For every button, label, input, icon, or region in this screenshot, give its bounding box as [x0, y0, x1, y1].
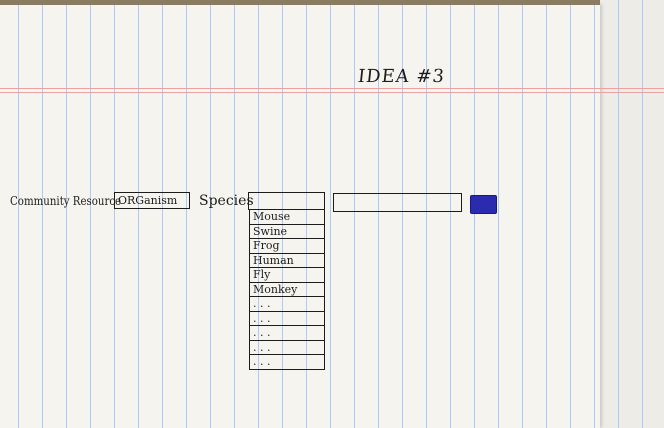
- page-title: IDEA #3: [356, 66, 447, 87]
- species-select[interactable]: [248, 192, 325, 210]
- species-option[interactable]: . . .: [250, 297, 324, 312]
- main-paper: [0, 4, 600, 428]
- species-option[interactable]: Human: [250, 254, 324, 268]
- species-option[interactable]: Mouse: [250, 210, 324, 225]
- organism-field[interactable]: ORGanism: [114, 192, 190, 209]
- side-paper: [600, 0, 664, 428]
- community-resource-label: Community Resource: [10, 194, 122, 208]
- species-option[interactable]: . . .: [250, 312, 324, 326]
- species-option[interactable]: Monkey: [250, 283, 324, 297]
- margin-line-top: [0, 88, 664, 89]
- species-option[interactable]: Fly: [250, 268, 324, 283]
- species-option[interactable]: . . .: [250, 341, 324, 355]
- species-option[interactable]: Frog: [250, 239, 324, 254]
- margin-line-bottom: [0, 92, 664, 93]
- species-option[interactable]: Swine: [250, 225, 324, 239]
- species-option[interactable]: . . .: [250, 355, 324, 370]
- search-input[interactable]: [333, 193, 462, 212]
- paper-top-edge: [0, 0, 600, 5]
- submit-button[interactable]: [470, 195, 497, 214]
- species-label: Species: [199, 193, 254, 209]
- species-option[interactable]: . . .: [250, 326, 324, 341]
